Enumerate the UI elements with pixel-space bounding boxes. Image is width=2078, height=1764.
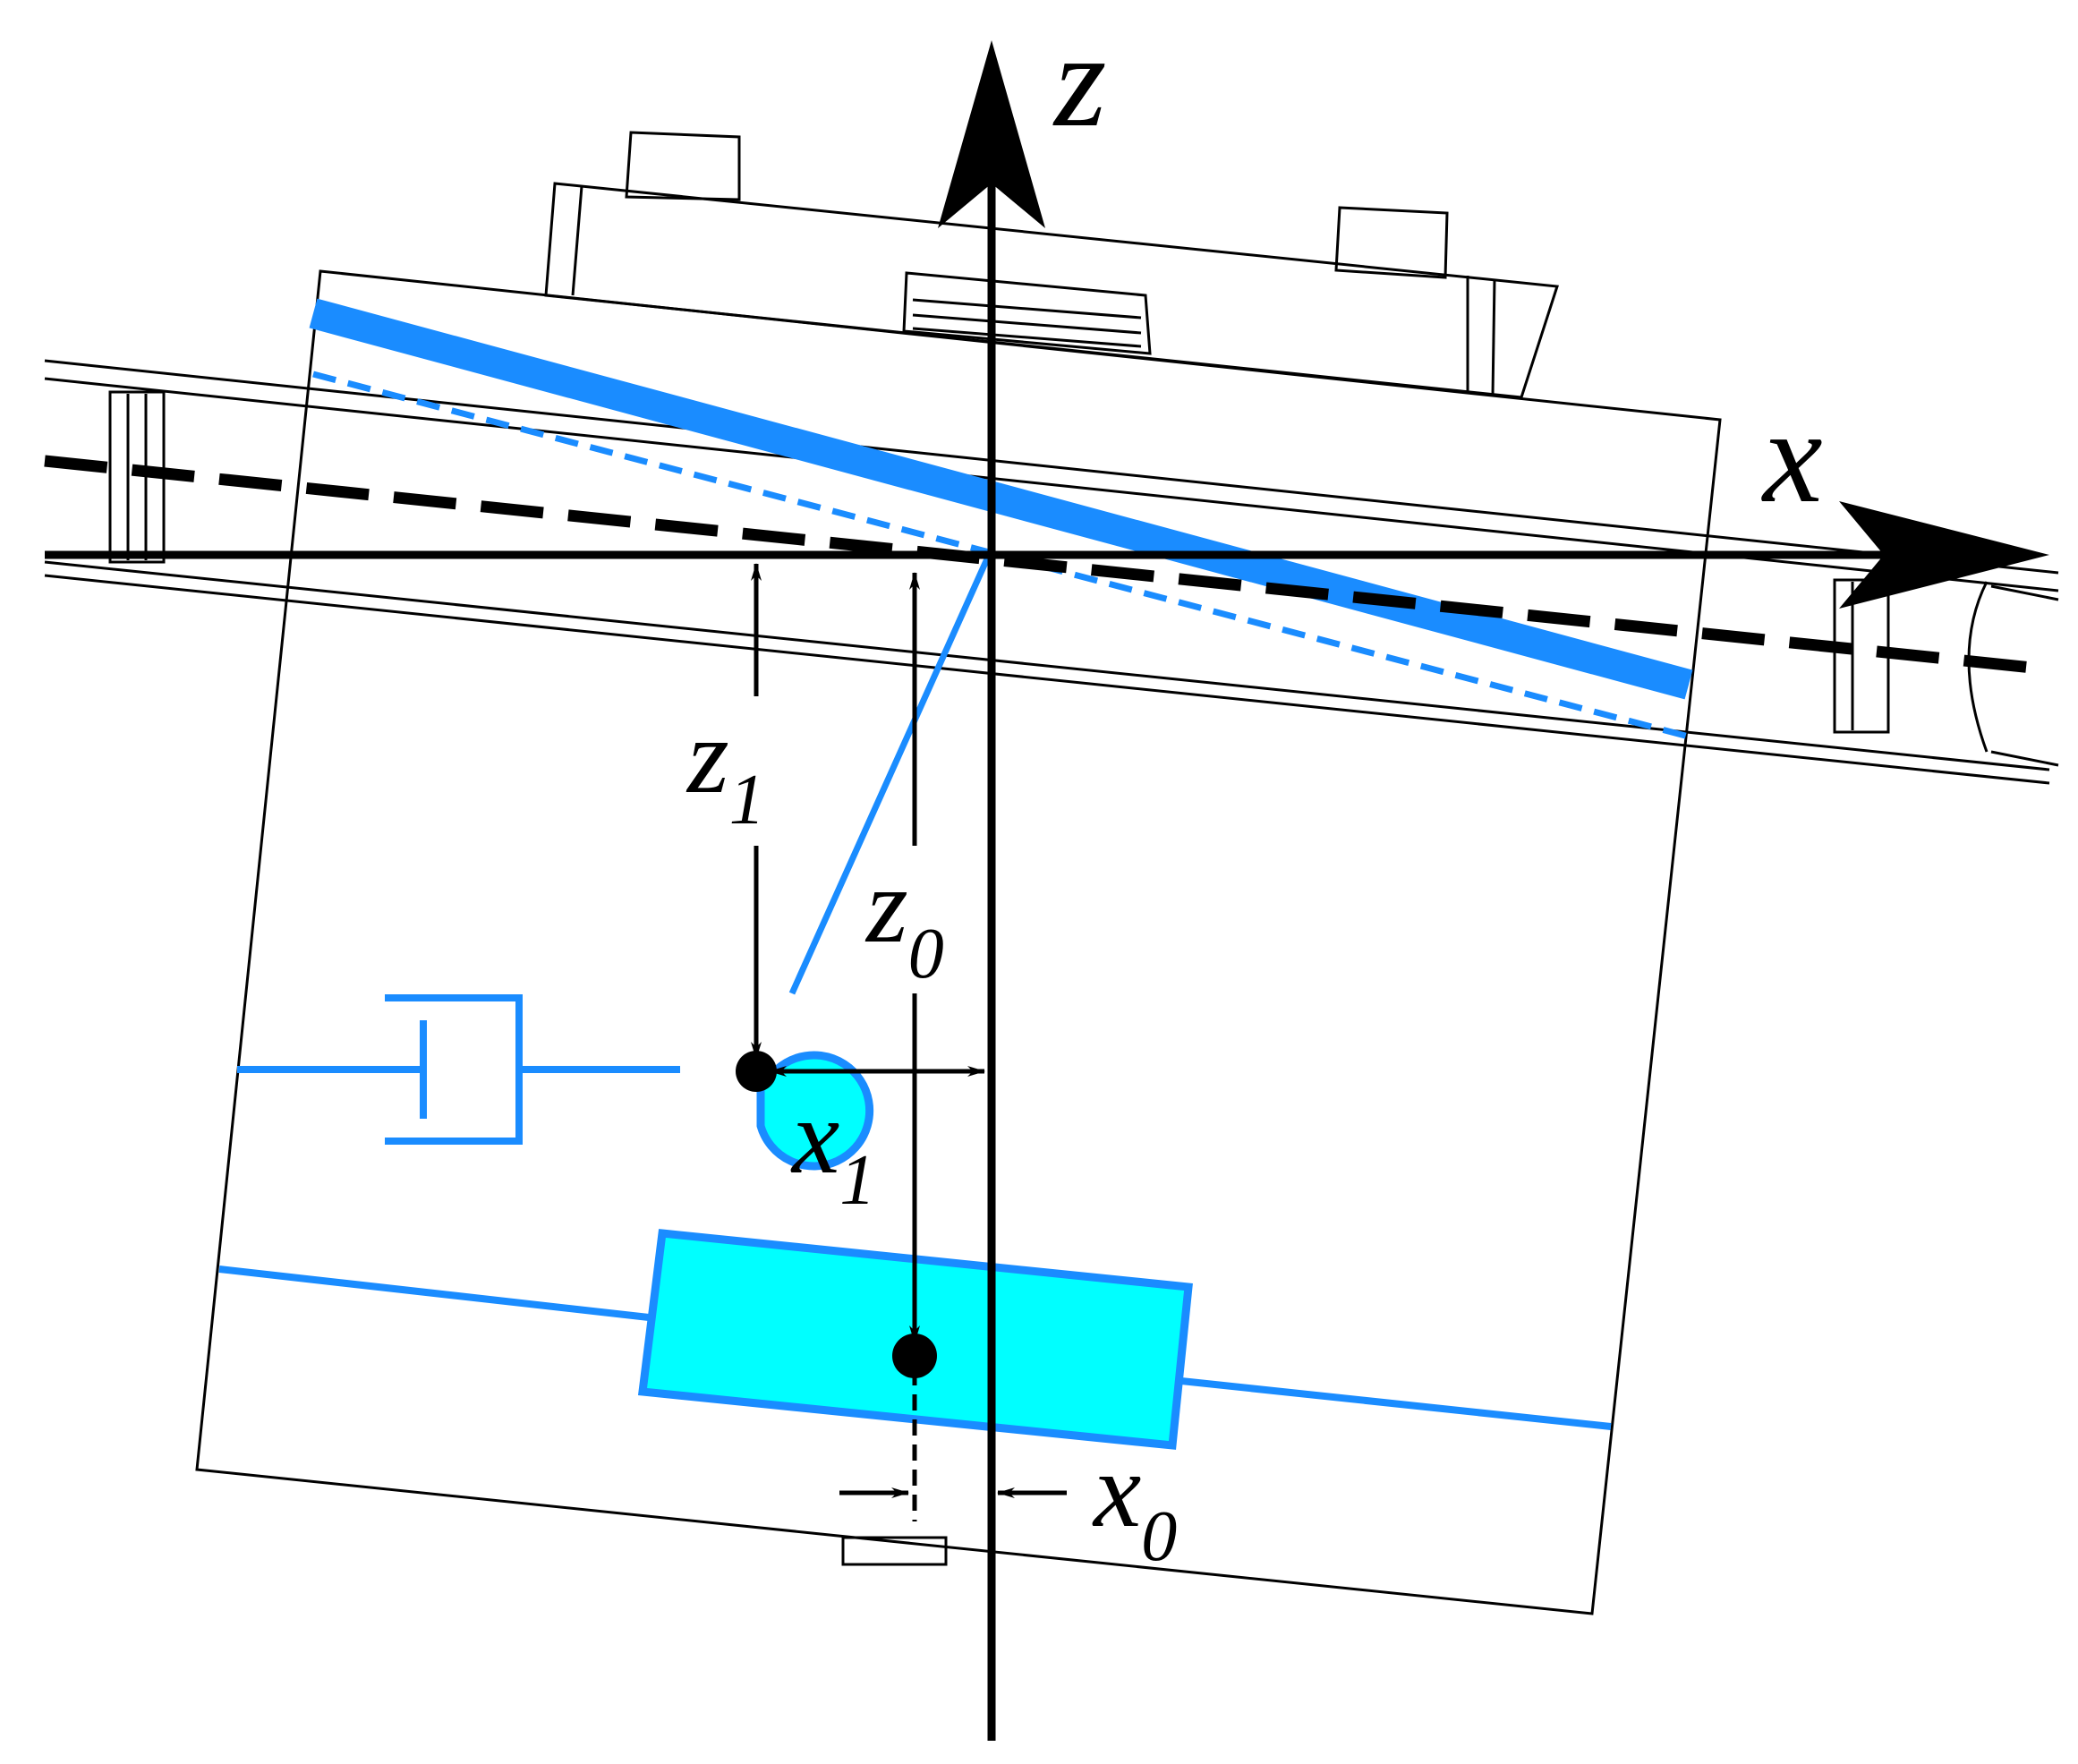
top-block-left	[625, 131, 741, 201]
axis-x-label: x	[1761, 382, 1823, 531]
x-axis-arrowhead	[1839, 501, 2049, 609]
z-axis	[938, 40, 1045, 1741]
housing-edge-right-2	[1491, 278, 1496, 396]
x-axis	[45, 501, 2049, 609]
tilted-reference-dashed	[44, 455, 2050, 676]
small-mass	[756, 1051, 874, 1171]
x0-label: x0	[1092, 1430, 1177, 1576]
inclined-plate-thick	[309, 298, 1693, 700]
dimension-arrows	[751, 563, 1067, 1498]
x1-label: x1	[790, 1077, 875, 1220]
center-nut	[902, 271, 1152, 355]
link-rod	[788, 553, 992, 995]
housing-edge-left	[571, 185, 583, 296]
inclined-plate-dashed	[312, 371, 1690, 740]
small-mass-center-point	[736, 1051, 777, 1092]
z0-label: z0	[864, 846, 944, 993]
large-mass-center-point	[892, 1334, 937, 1378]
damper	[237, 994, 680, 1145]
bottom-tab	[841, 1536, 948, 1566]
top-housing-outline	[544, 182, 1559, 399]
z-axis-arrowhead	[938, 40, 1045, 228]
axis-z-label: z	[1052, 6, 1106, 155]
z1-label: z1	[686, 696, 765, 839]
top-block-right	[1334, 206, 1449, 279]
